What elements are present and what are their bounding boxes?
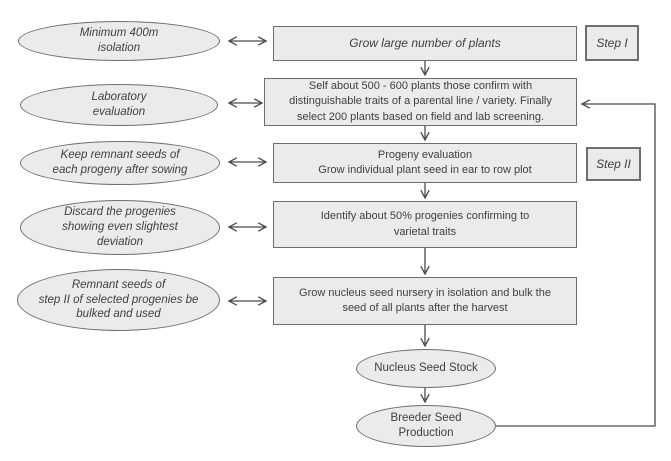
process-box-selfing-label: Self about 500 - 600 plants those confir… xyxy=(289,79,552,123)
note-ellipse-remnant-seeds-label: Keep remnant seeds of each progeny after… xyxy=(52,149,188,176)
terminal-ellipse-nucleus-seed-stock-label: Nucleus Seed Stock xyxy=(374,362,478,375)
note-ellipse-laboratory-evaluation-label: Laboratory evaluation xyxy=(91,91,147,118)
process-box-selfing: Self about 500 - 600 plants those confir… xyxy=(264,78,577,126)
process-box-grow-plants: Grow large number of plants xyxy=(273,26,577,61)
stage-label-step-2-text: Step II xyxy=(596,157,631,171)
feedback-connector xyxy=(496,99,656,427)
process-box-progeny-evaluation: Progeny evaluation Grow individual plant… xyxy=(273,143,577,183)
stage-label-step-1: Step I xyxy=(585,25,639,61)
note-ellipse-discard-progenies-label: Discard the progenies showing even sligh… xyxy=(62,206,178,248)
terminal-ellipse-breeder-seed-production: Breeder Seed Production xyxy=(356,405,496,447)
note-ellipse-remnant-step2: Remnant seeds of step II of selected pro… xyxy=(17,269,220,331)
process-box-nucleus-nursery: Grow nucleus seed nursery in isolation a… xyxy=(273,277,577,325)
terminal-ellipse-breeder-seed-production-label: Breeder Seed Production xyxy=(390,412,462,439)
note-ellipse-remnant-step2-label: Remnant seeds of step II of selected pro… xyxy=(38,278,199,321)
note-ellipse-discard-progenies: Discard the progenies showing even sligh… xyxy=(20,200,220,255)
process-box-identify-progenies-label: Identify about 50% progenies confirming … xyxy=(320,210,530,238)
terminal-ellipse-nucleus-seed-stock: Nucleus Seed Stock xyxy=(356,349,496,388)
process-box-identify-progenies: Identify about 50% progenies confirming … xyxy=(273,201,577,248)
note-ellipse-isolation-label: Minimum 400m isolation xyxy=(79,27,159,54)
note-ellipse-laboratory-evaluation: Laboratory evaluation xyxy=(20,84,218,126)
process-box-nucleus-nursery-label: Grow nucleus seed nursery in isolation a… xyxy=(299,286,551,314)
note-ellipse-remnant-seeds: Keep remnant seeds of each progeny after… xyxy=(20,141,220,185)
note-ellipse-isolation: Minimum 400m isolation xyxy=(18,21,220,61)
process-box-progeny-evaluation-label: Progeny evaluation Grow individual plant… xyxy=(318,148,532,176)
stage-label-step-1-text: Step I xyxy=(596,36,628,50)
process-box-grow-plants-label: Grow large number of plants xyxy=(349,36,501,51)
stage-label-step-2: Step II xyxy=(586,147,641,181)
